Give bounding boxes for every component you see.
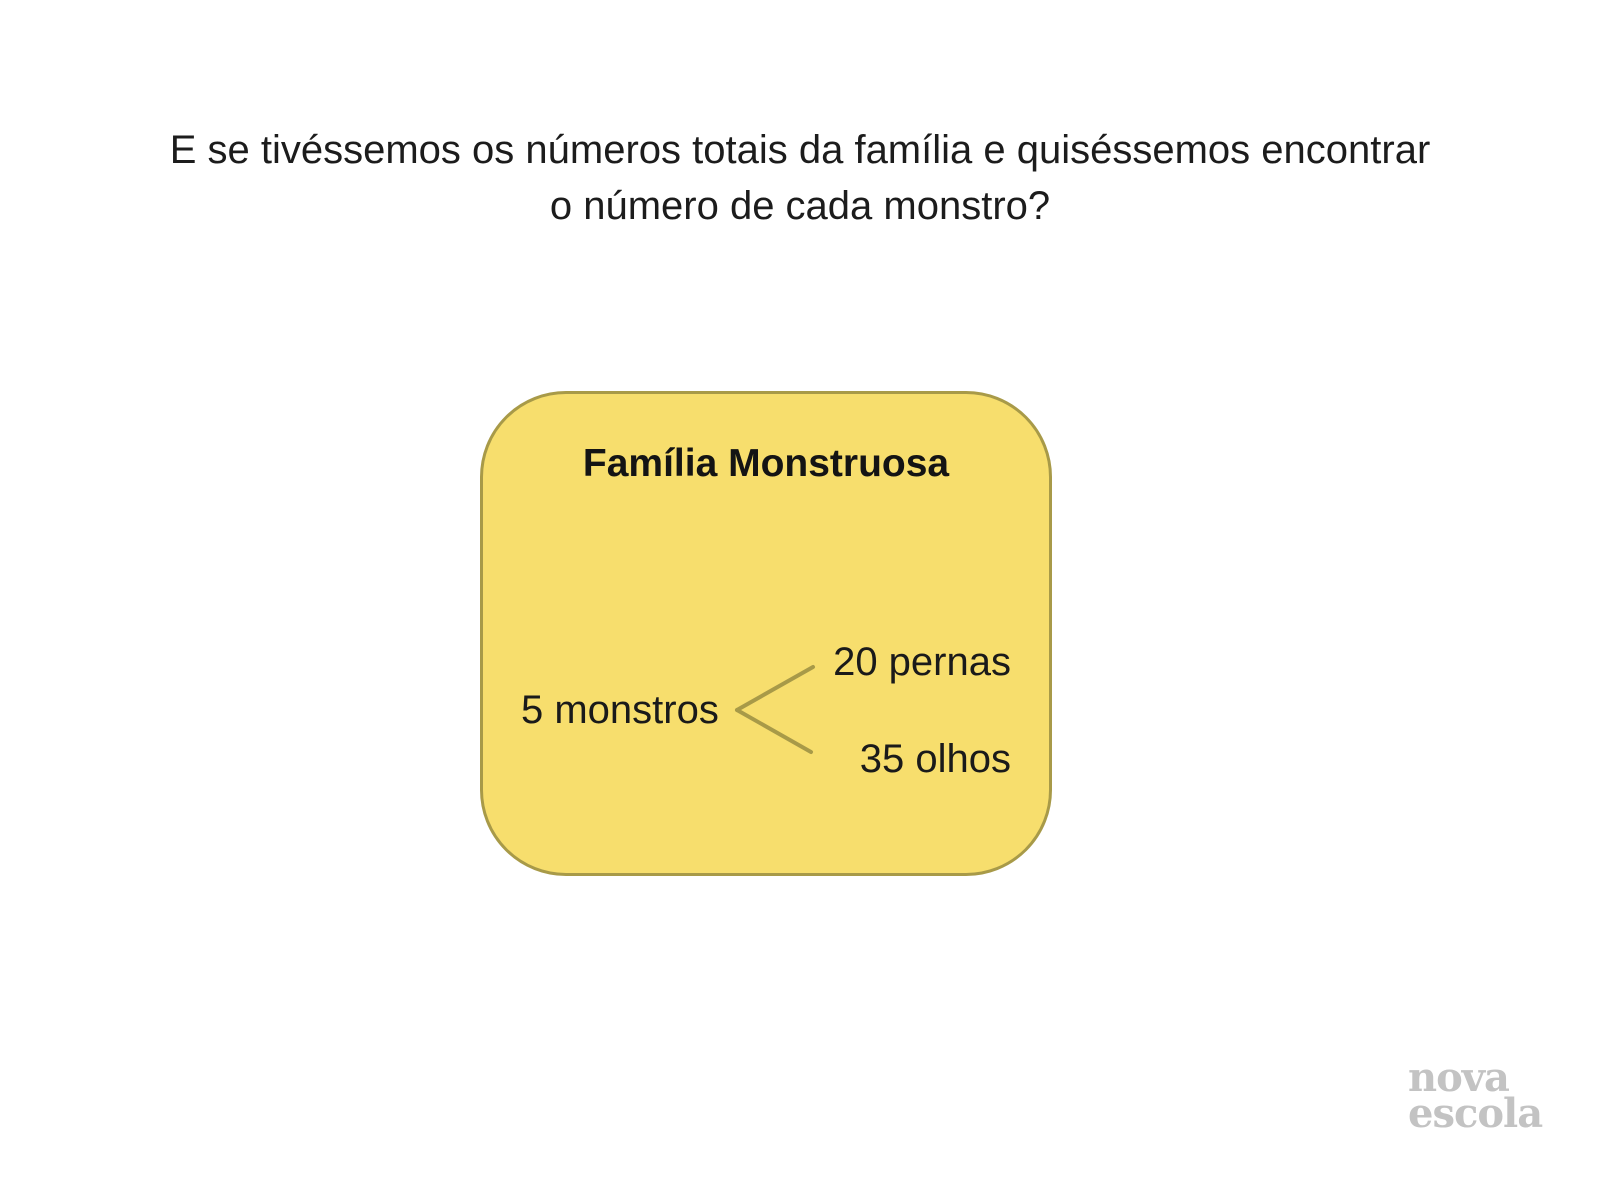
root-label: 5 monstros <box>521 688 719 732</box>
nova-escola-logo: nova escola <box>1408 1054 1578 1137</box>
question-text: E se tivéssemos os números totais da fam… <box>100 122 1500 234</box>
family-card: Família Monstruosa 5 monstros 20 pernas … <box>480 391 1052 876</box>
question-line-2: o número de cada monstro? <box>549 184 1051 228</box>
branch-line-top <box>735 665 815 712</box>
card-title: Família Monstruosa <box>582 442 950 485</box>
branch-line-bottom <box>735 708 813 754</box>
branch-label-eyes: 35 olhos <box>859 737 1011 781</box>
branch-lines <box>735 665 815 754</box>
logo-line-2: escola <box>1408 1090 1543 1137</box>
logo-line-1: nova <box>1408 1054 1510 1101</box>
branch-label-legs: 20 pernas <box>833 640 1011 684</box>
question-line-1: E se tivéssemos os números totais da fam… <box>169 128 1431 172</box>
